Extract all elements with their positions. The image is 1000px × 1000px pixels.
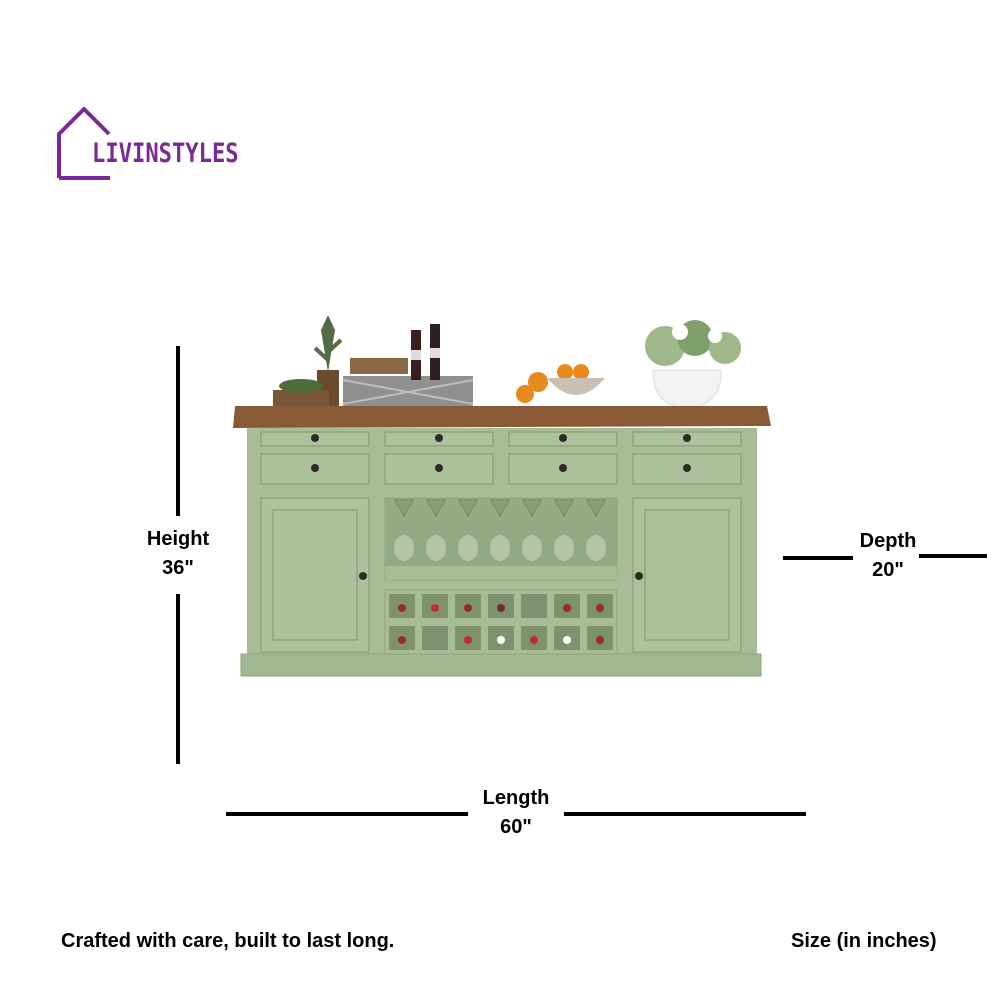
depth-line-left — [783, 556, 853, 560]
length-line-left — [226, 812, 468, 816]
product-image — [233, 315, 771, 677]
height-label: Height 36" — [128, 525, 228, 583]
height-value: 36" — [162, 557, 194, 579]
depth-line-right — [919, 554, 987, 558]
size-note: Size (in inches) — [791, 930, 937, 952]
length-label: Length 60" — [466, 784, 566, 842]
brand-name: LIVINSTYLES — [92, 138, 239, 169]
length-line-right — [564, 812, 806, 816]
succulent-tray-icon — [273, 379, 329, 406]
house-icon — [57, 107, 111, 180]
depth-label: Depth 20" — [838, 527, 938, 585]
length-title: Length — [482, 787, 550, 809]
height-title: Height — [146, 528, 210, 550]
height-line-bottom — [176, 594, 180, 764]
height-line-top — [176, 346, 180, 516]
tagline: Crafted with care, built to last long. — [61, 930, 395, 952]
cabinet-doors — [260, 497, 742, 653]
depth-title: Depth — [859, 530, 917, 552]
depth-value: 20" — [872, 559, 904, 581]
countertop — [233, 406, 771, 428]
length-value: 60" — [500, 816, 532, 838]
cabinet-base — [240, 653, 762, 677]
shelf-board — [385, 566, 617, 580]
flower-vase-icon — [645, 320, 741, 409]
glass-bowls — [394, 535, 606, 561]
drawer-row-top — [260, 431, 742, 447]
wine-glasses-icon — [394, 499, 606, 518]
wine-basket-icon — [342, 324, 474, 408]
wine-bottle-ends — [398, 604, 604, 644]
drawer-knobs — [311, 434, 691, 472]
door-knob-left — [359, 572, 367, 580]
door-knob-right — [635, 572, 643, 580]
fruit-bowl-icon — [516, 364, 605, 403]
